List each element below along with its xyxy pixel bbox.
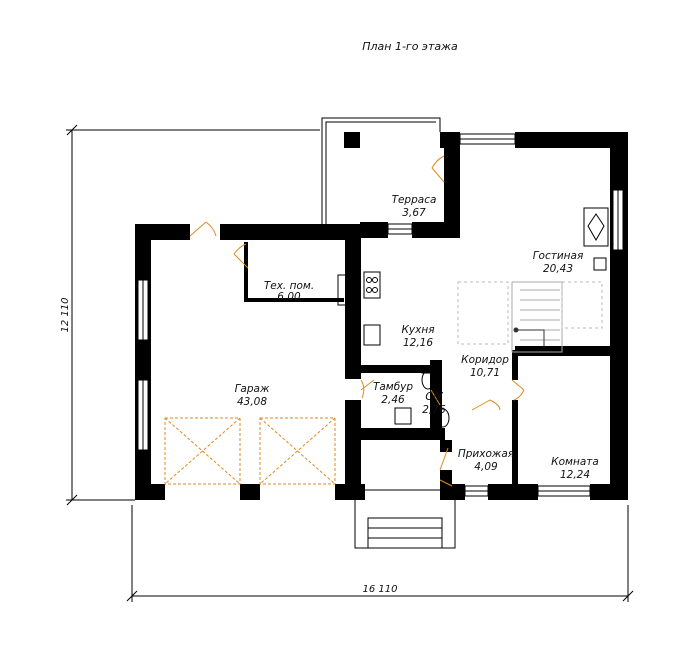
width-dimension: 16 110 xyxy=(363,584,398,595)
room-name-wc: С/У xyxy=(425,391,443,403)
room-name-kitchen: Кухня xyxy=(401,324,434,336)
room-area-hall: 4,09 xyxy=(474,461,498,473)
room-name-garage: Гараж xyxy=(235,383,270,395)
door-swings xyxy=(189,155,525,487)
entrance-steps xyxy=(354,489,456,549)
kitchen-fixtures xyxy=(337,271,381,346)
room-name-living: Гостиная xyxy=(533,250,584,262)
plan-title: План 1-го этажа xyxy=(362,40,458,53)
fireplace xyxy=(583,207,609,271)
bathroom-fixtures xyxy=(394,367,450,428)
room-area-garage: 43,08 xyxy=(237,396,267,408)
room-labels: Терраса 3,67 Гостиная 20,43 Тех. пом. 6,… xyxy=(235,194,599,481)
room-area-terrace: 3,67 xyxy=(402,207,426,219)
terrace-outline xyxy=(321,117,441,224)
height-dimension: 12 110 xyxy=(60,298,71,333)
room-area-room: 12,24 xyxy=(560,469,590,481)
windows xyxy=(137,133,624,497)
room-name-corridor: Коридор xyxy=(461,354,509,366)
staircase xyxy=(511,281,603,353)
room-name-room: Комната xyxy=(551,456,599,468)
open-zone-outline xyxy=(457,281,509,345)
room-area-tech: 6,00 xyxy=(277,291,301,303)
dimension-lines xyxy=(66,124,634,602)
room-area-vestibule: 2,46 xyxy=(381,394,405,406)
room-name-terrace: Терраса xyxy=(392,194,437,206)
room-area-wc: 2,76 xyxy=(422,404,446,416)
garage-gates xyxy=(164,417,336,485)
room-name-vestibule: Тамбур xyxy=(373,381,413,393)
room-area-corridor: 10,71 xyxy=(470,367,500,379)
room-name-hall: Прихожая xyxy=(458,448,514,460)
room-area-living: 20,43 xyxy=(543,263,573,275)
room-area-kitchen: 12,16 xyxy=(403,337,433,349)
room-name-tech: Тех. пом. xyxy=(264,280,314,292)
